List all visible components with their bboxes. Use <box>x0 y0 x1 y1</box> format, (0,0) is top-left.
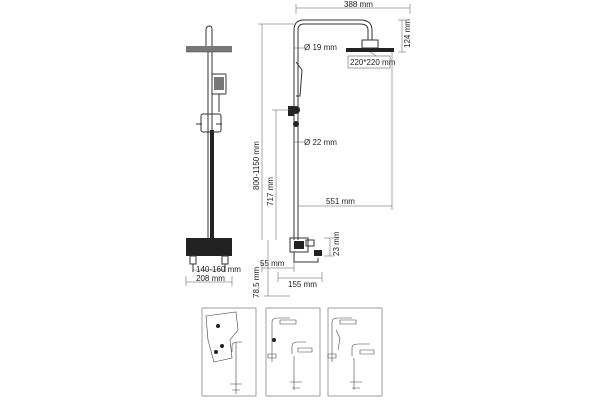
dim-width-top: 388 mm <box>344 0 373 9</box>
rain-head-side <box>346 48 394 52</box>
rain-head-front <box>186 46 232 52</box>
slider-holder-front <box>200 113 222 133</box>
dim-pipe-mid: Ø 22 mm <box>304 138 337 147</box>
dim-slider-height: 717 mm <box>266 177 275 206</box>
mixer-body-side <box>289 237 309 253</box>
side-view: 388 mm 124 mm 220*220 mm Ø 19 mm Ø 22 mm <box>252 0 412 298</box>
dim-spout-length: 55 mm <box>260 259 285 268</box>
rail-shade <box>210 130 214 238</box>
dim-overall-width: 208 mm <box>196 274 225 283</box>
mixer-body-front <box>186 238 232 256</box>
dim-mixer-width: 155 mm <box>288 280 317 289</box>
dim-head-height: 124 mm <box>403 19 412 48</box>
install-steps <box>201 307 383 397</box>
dim-height-range: 800-1150 mm <box>252 141 261 190</box>
step-panel-3 <box>327 307 383 397</box>
dim-mixer-gap: 23 mm <box>332 231 341 256</box>
front-view: 140-160 mm 208 mm <box>185 25 241 286</box>
spout-side <box>293 252 319 263</box>
dim-pipe-top: Ø 19 mm <box>304 43 337 52</box>
dim-mount-range: 140-160 mm <box>196 265 241 274</box>
dim-head-reach: 551 mm <box>326 197 355 206</box>
dim-base-height: 78.5 mm <box>252 267 261 298</box>
step-panel-1 <box>201 307 257 397</box>
hand-shower-side <box>295 61 303 97</box>
dim-head-size: 220*220 mm <box>350 58 396 67</box>
